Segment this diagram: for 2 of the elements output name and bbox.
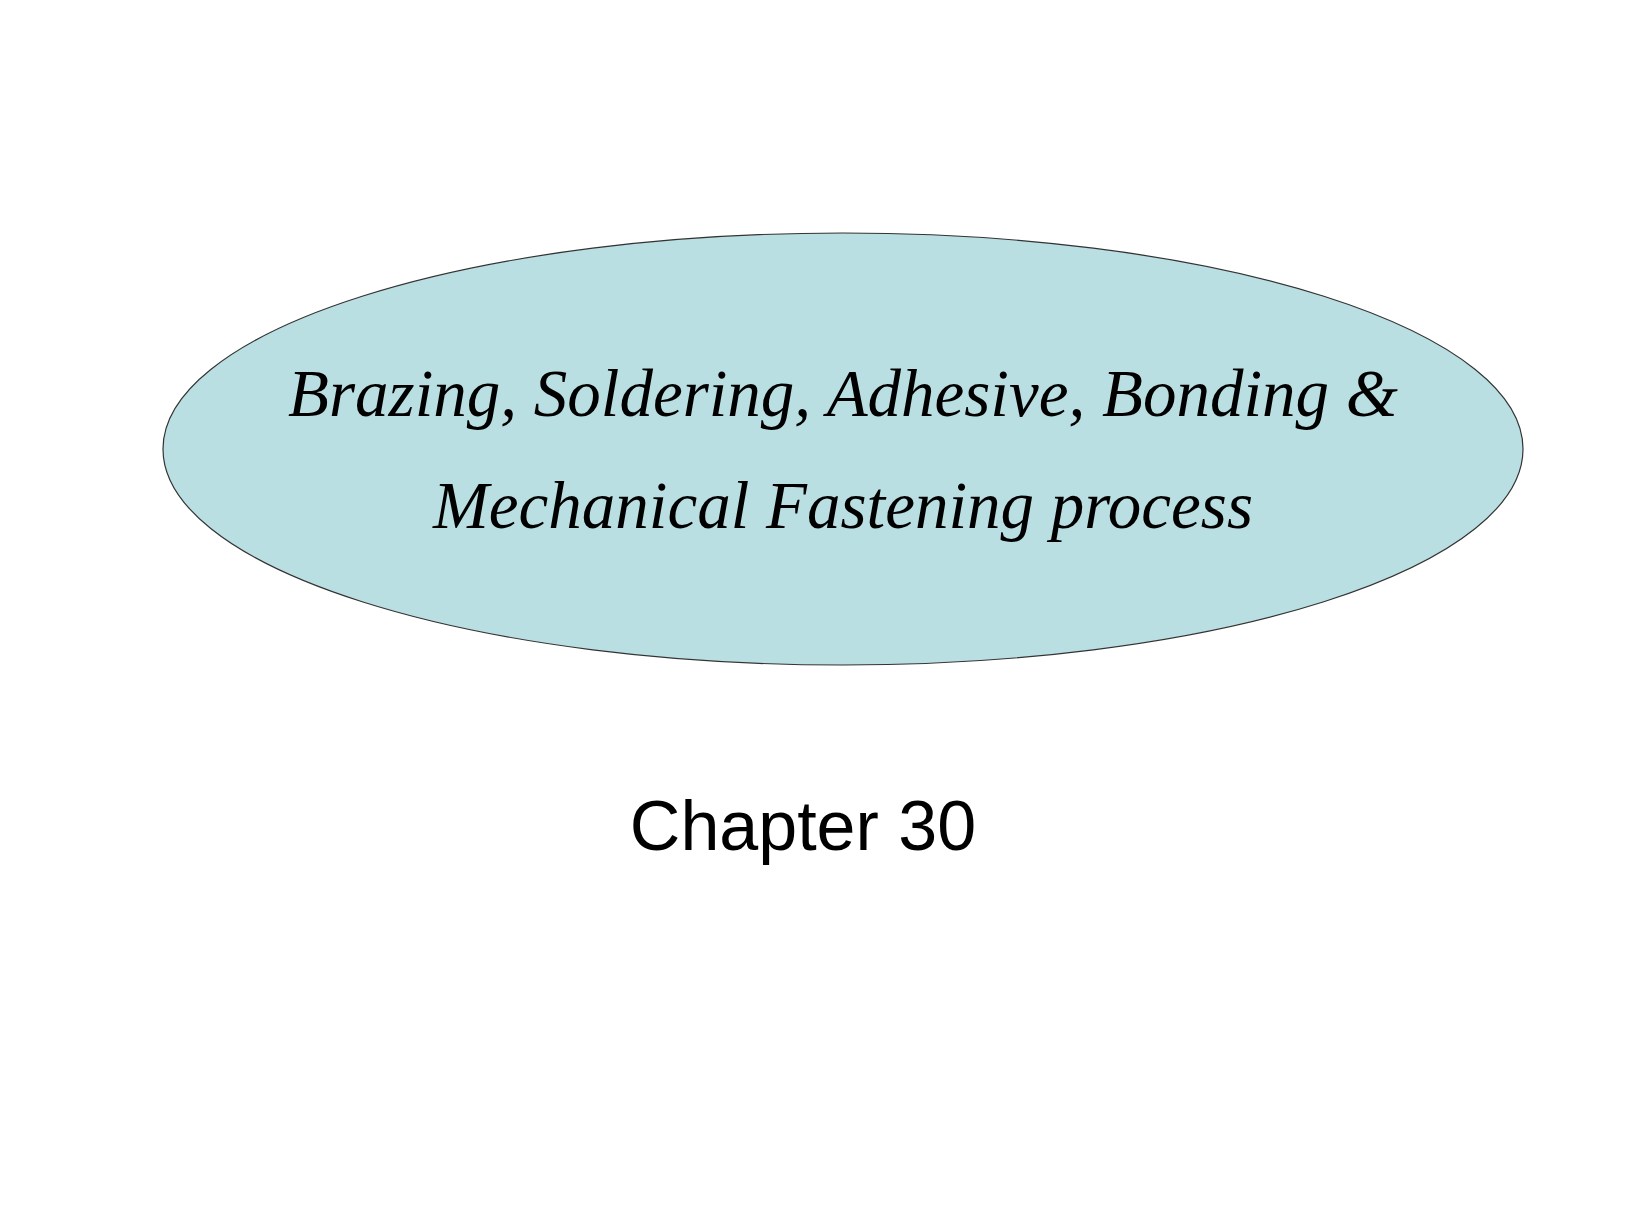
title-text: Brazing, Soldering, Adhesive, Bonding & Mechanical Fastening process bbox=[287, 355, 1399, 544]
chapter-label: Chapter 30 bbox=[629, 786, 977, 866]
